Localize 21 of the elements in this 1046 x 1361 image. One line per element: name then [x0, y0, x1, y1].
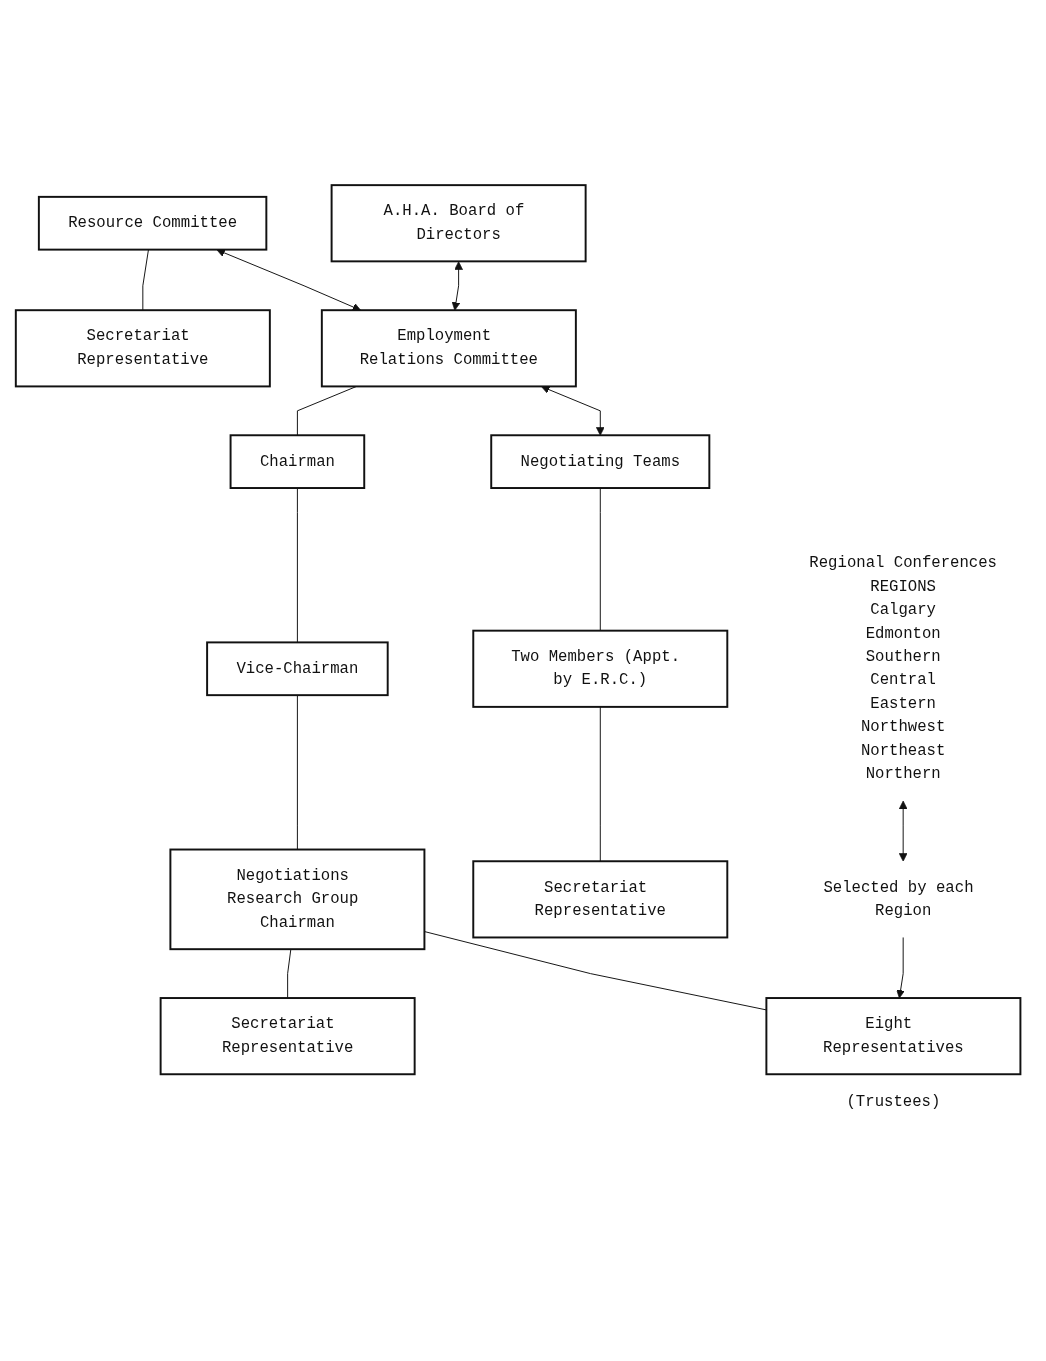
node-box: Vice-Chairman — [206, 641, 389, 697]
node-box: Secretariat Representative — [472, 860, 729, 939]
node-box: Negotiations Research Group Chairman — [169, 848, 426, 951]
node-box: Secretariat Representative — [14, 309, 271, 388]
node-box: Secretariat Representative — [159, 997, 416, 1076]
node-box: Employment Relations Committee — [320, 309, 577, 388]
connector — [599, 706, 601, 862]
node-text: Selected by each Region — [823, 878, 974, 920]
connector — [296, 487, 298, 643]
connector — [599, 487, 601, 632]
node-box: Negotiating Teams — [490, 434, 711, 489]
node-box: A.H.A. Board of Directors — [330, 184, 587, 263]
connector — [287, 948, 292, 999]
connector — [142, 249, 149, 311]
node-box: Two Members (Appt. by E.R.C.) — [472, 629, 729, 708]
node-box: Chairman — [229, 434, 366, 489]
node-box: Resource Committee — [37, 195, 268, 251]
node-box: Eight Representatives — [765, 997, 1022, 1076]
connector — [296, 694, 298, 850]
node-label: (Trustees) — [846, 1093, 941, 1112]
node-text: Regional Conferences REGIONS Calgary Edmonton Southern Central Eastern Northwest Northeast Northern — [809, 554, 997, 784]
